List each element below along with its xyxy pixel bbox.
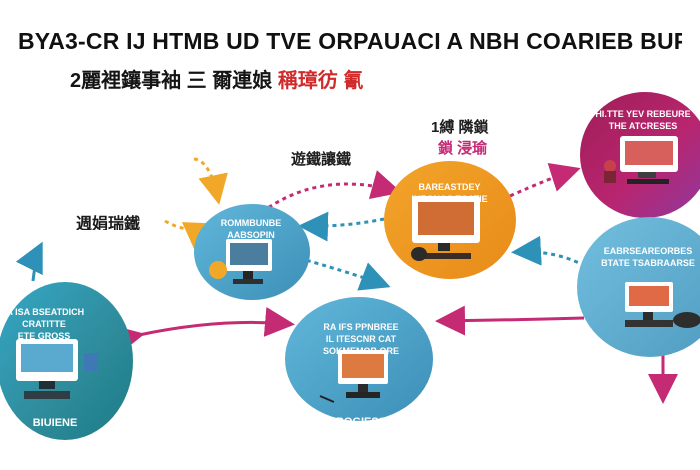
connector-left-top: [193, 157, 228, 205]
bubble-center-text: BAREASTDEY IUEGNOS TGATIE: [411, 182, 488, 204]
subtitle: 2麗裡鑲事袖 三 爾連娘 稱璋彷 氰: [70, 68, 400, 98]
connector-center-to-small: [298, 211, 385, 242]
computer-icon-purple: [604, 136, 678, 184]
label-left: 週娟瑞鐵: [76, 216, 141, 230]
bubble-left-text: IA ISA BSEATDICH CRATITTE ETE GROSS REAM…: [3, 307, 85, 344]
connector-teal-left: [15, 241, 43, 282]
connector-lower-left-double: [112, 306, 295, 355]
main-title: BYA3-CR IJ HTMB UD TVE ORPAUACI A NBH CO…: [18, 28, 682, 54]
bubble-lower-center-text: RA IFS PPNBREE IL ITESCNR CAT SOKMEMOB O…: [322, 322, 399, 356]
connector-right-to-center: [511, 235, 586, 268]
computer-icon-orange: [411, 196, 480, 261]
bubble-lower-center-bottom: BOGIESS: [335, 416, 387, 428]
bubble-top-right-text: HI.TTE YEV REBEURE THE ATCRESES: [595, 109, 691, 131]
label-center: 遊鐵讓鐵: [291, 151, 352, 168]
bubble-right-text: EABRSEAREORBES BTATE TSABRAARSE: [601, 246, 695, 268]
label-right-top: 1縛 隣鎖: [431, 119, 489, 136]
bubble-left-bottom: BIUIENE: [32, 417, 78, 429]
subtitle-right: 稱璋彷 氰: [277, 70, 364, 92]
subtitle-left: 2麗裡鑲事袖 三 爾連娘: [70, 70, 273, 92]
connector-small-down: [298, 256, 391, 291]
connector-center-to-right: [509, 163, 581, 198]
label-right-red: 鎖 浸瑜: [438, 140, 488, 157]
computer-icon-teal: [16, 339, 98, 399]
connector-right-lower: [435, 305, 585, 336]
computer-icon-right-blue: [625, 282, 700, 328]
computer-icon-small-blue: [209, 239, 272, 284]
computer-icon-lower-blue: [319, 350, 388, 403]
connector-small-to-center: [261, 170, 402, 214]
bubble-small-text: ROMMBUNBE AABSOPIN: [220, 218, 282, 240]
